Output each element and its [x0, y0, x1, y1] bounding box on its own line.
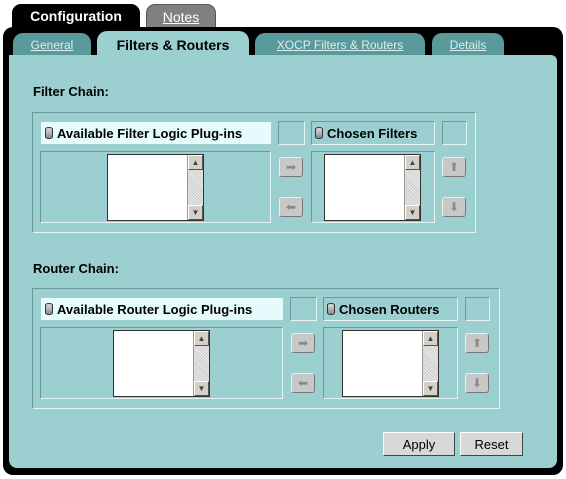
arrow-down-icon: ⬇ — [471, 376, 483, 390]
chosen-filters-header: Chosen Filters — [311, 122, 435, 144]
remove-router-button[interactable]: ⬅ — [291, 373, 315, 393]
chosen-filters-header-border — [311, 121, 435, 145]
chosen-routers-header: Chosen Routers — [323, 298, 458, 320]
scroll-down-icon[interactable]: ▼ — [423, 381, 438, 396]
chosen-routers-cell — [323, 327, 458, 399]
scroll-up-icon[interactable]: ▲ — [188, 155, 203, 170]
tab-details[interactable]: Details — [432, 33, 504, 57]
database-icon — [45, 127, 53, 139]
available-filters-label: Available Filter Logic Plug-ins — [57, 125, 243, 141]
available-routers-cell — [40, 327, 283, 399]
tab-configuration[interactable]: Configuration — [12, 4, 140, 28]
chosen-routers-list[interactable]: ▲ ▼ — [342, 330, 439, 397]
move-filter-up-button[interactable]: ⬆ — [442, 157, 466, 177]
scrollbar[interactable]: ▲ ▼ — [187, 155, 203, 220]
arrow-right-icon: ➡ — [297, 336, 309, 350]
scrollbar[interactable]: ▲ ▼ — [404, 155, 420, 220]
remove-filter-button[interactable]: ⬅ — [279, 197, 303, 217]
scroll-up-icon[interactable]: ▲ — [405, 155, 420, 170]
apply-button[interactable]: Apply — [383, 432, 455, 456]
router-chain-label: Router Chain: — [33, 261, 119, 276]
scroll-down-icon[interactable]: ▼ — [405, 205, 420, 220]
scroll-up-icon[interactable]: ▲ — [423, 331, 438, 346]
database-icon — [45, 303, 53, 315]
available-routers-header: Available Router Logic Plug-ins — [41, 298, 283, 320]
chosen-filters-label: Chosen Filters — [327, 125, 418, 141]
header-spacer — [278, 121, 305, 145]
add-router-button[interactable]: ➡ — [291, 333, 315, 353]
available-routers-label: Available Router Logic Plug-ins — [57, 301, 253, 317]
scroll-down-icon[interactable]: ▼ — [188, 205, 203, 220]
add-filter-button[interactable]: ➡ — [279, 157, 303, 177]
router-chain-group — [32, 288, 500, 409]
scrollbar[interactable]: ▲ ▼ — [422, 331, 438, 396]
arrow-up-icon: ⬆ — [448, 160, 460, 174]
available-filters-header: Available Filter Logic Plug-ins — [41, 122, 271, 144]
arrow-right-icon: ➡ — [285, 160, 297, 174]
filter-chain-label: Filter Chain: — [33, 84, 109, 99]
move-router-down-button[interactable]: ⬇ — [465, 373, 489, 393]
move-router-up-button[interactable]: ⬆ — [465, 333, 489, 353]
move-filter-down-button[interactable]: ⬇ — [442, 197, 466, 217]
header-spacer — [442, 121, 467, 145]
chosen-routers-header-border — [323, 297, 458, 321]
arrow-down-icon: ⬇ — [448, 200, 460, 214]
scroll-up-icon[interactable]: ▲ — [194, 331, 209, 346]
chosen-routers-label: Chosen Routers — [339, 301, 440, 317]
scroll-down-icon[interactable]: ▼ — [194, 381, 209, 396]
available-filters-cell — [40, 151, 271, 223]
scrollbar[interactable]: ▲ ▼ — [193, 331, 209, 396]
available-routers-list[interactable]: ▲ ▼ — [113, 330, 210, 397]
arrow-left-icon: ⬅ — [297, 376, 309, 390]
arrow-left-icon: ⬅ — [285, 200, 297, 214]
chosen-filters-cell — [311, 151, 435, 223]
reset-button[interactable]: Reset — [460, 432, 523, 456]
tab-general[interactable]: General — [13, 33, 91, 57]
database-icon — [315, 127, 323, 139]
header-spacer — [465, 297, 490, 321]
tab-notes[interactable]: Notes — [146, 4, 216, 28]
filter-chain-group — [32, 112, 476, 233]
database-icon — [327, 303, 335, 315]
header-spacer — [290, 297, 317, 321]
available-filters-list[interactable]: ▲ ▼ — [107, 154, 204, 221]
chosen-filters-list[interactable]: ▲ ▼ — [324, 154, 421, 221]
tab-xocp-filters-routers[interactable]: XOCP Filters & Routers — [255, 33, 425, 57]
tab-filters-routers[interactable]: Filters & Routers — [97, 31, 249, 58]
arrow-up-icon: ⬆ — [471, 336, 483, 350]
